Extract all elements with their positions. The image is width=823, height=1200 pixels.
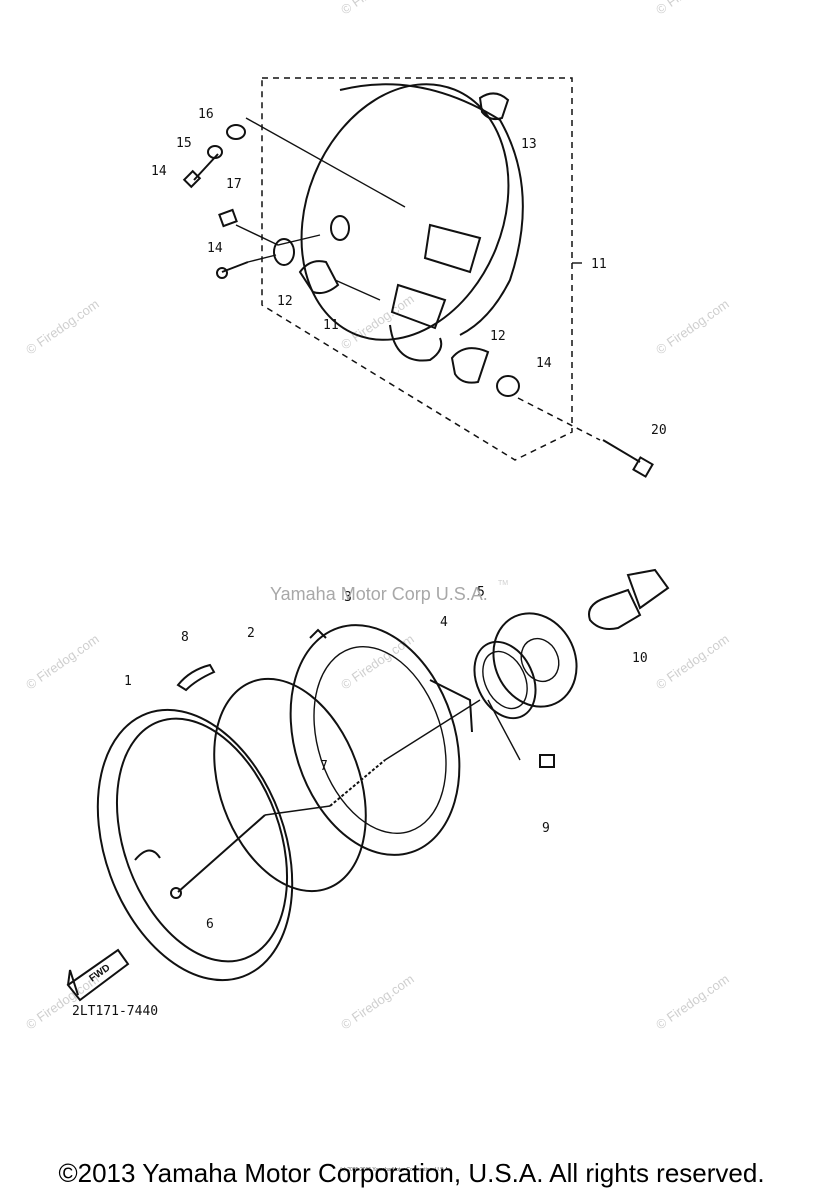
ring-inner-part-4	[482, 650, 528, 710]
housing-assembly	[182, 77, 654, 478]
part-label: 17	[226, 177, 242, 192]
part-label: 6	[206, 917, 214, 932]
part-label: 12	[490, 329, 506, 344]
copyright-footer: ©2013 Yamaha Motor Corporation, U.S.A. A…	[58, 1158, 765, 1188]
leader-line	[245, 117, 406, 208]
bulb-base-part-10	[626, 568, 670, 610]
part-label: 5	[477, 585, 485, 600]
fwd-arrow-icon	[66, 948, 130, 1002]
trademark-symbol: TM	[498, 580, 508, 587]
part-label: 1	[124, 674, 132, 689]
watermark-group: © Firedog.com © Firedog.com © Firedog.co…	[23, 0, 732, 1032]
headlight-unit-assembly: FWD	[66, 568, 670, 1002]
part-label: 9	[542, 821, 550, 836]
watermark: © Firedog.com	[338, 0, 417, 17]
part-label: 16	[198, 107, 214, 122]
ring-part-4	[473, 640, 537, 720]
collar-part-12-right	[450, 347, 490, 384]
watermark: © Firedog.com	[653, 296, 732, 357]
leader-line	[235, 224, 321, 246]
grommet-part-14-right	[496, 375, 520, 397]
part-label: 14	[151, 164, 167, 179]
leader-line	[487, 699, 521, 761]
lens-bracket	[429, 679, 473, 733]
assembly-boundary	[261, 77, 573, 461]
part-label: 14	[207, 241, 223, 256]
leader-line	[517, 397, 601, 441]
nut-part-9	[539, 754, 555, 768]
part-label: 7	[320, 759, 328, 774]
diagram-code: 2LT171-7440	[72, 1004, 158, 1019]
lens-unit-part-3	[289, 624, 461, 856]
bolt-part-20	[602, 439, 641, 463]
washer-part-18	[226, 124, 246, 140]
lens-pattern	[313, 646, 447, 834]
clip-part-13	[478, 92, 510, 121]
nut-part-19	[218, 208, 238, 228]
watermark: © Firedog.com	[653, 631, 732, 692]
part-label: 13	[521, 137, 537, 152]
part-label: 14	[536, 356, 552, 371]
leader-line	[264, 805, 331, 816]
clip-part-8	[176, 663, 216, 692]
rim-tab	[134, 849, 161, 861]
screw-part-6	[177, 814, 266, 893]
watermark: © Firedog.com	[653, 0, 732, 17]
trademark-text: Yamaha Motor Corp U.S.A.	[270, 584, 488, 604]
housing-outer-edge	[339, 83, 524, 336]
watermark: © Firedog.com	[23, 631, 102, 692]
part-label: 8	[181, 630, 189, 645]
watermark: © Firedog.com	[23, 296, 102, 357]
part-label: 2	[247, 626, 255, 641]
watermark-center: © Firedog.com	[338, 631, 417, 692]
leader-line	[334, 279, 381, 301]
part-label-assembly: 11	[591, 257, 607, 272]
collar-part-12	[298, 260, 340, 295]
part-label: 20	[651, 423, 667, 438]
leader-line	[247, 254, 277, 263]
bulb-part-10	[588, 588, 642, 630]
screw-head-part-6	[170, 887, 182, 899]
watermark: © Firedog.com	[338, 971, 417, 1032]
part-label: 11	[323, 318, 339, 333]
cover-part-5	[492, 612, 578, 708]
screw-head-part-15	[216, 267, 228, 279]
part-label: 10	[632, 651, 648, 666]
part-label: 4	[440, 615, 448, 630]
part-label: 15	[176, 136, 192, 151]
cover-inner-part-5	[520, 637, 560, 683]
watermark: © Firedog.com	[338, 291, 417, 352]
small-copyright: (c) 2005-2015 Yamaha Motor Corporation, …	[340, 1167, 450, 1173]
housing-mount-tab	[389, 324, 443, 362]
grommet-part-14	[273, 238, 295, 266]
watermark: © Firedog.com	[653, 971, 732, 1032]
lens-tab	[309, 628, 327, 639]
bolt-head-part-20	[632, 456, 654, 478]
spring-part-7	[329, 759, 386, 807]
ring-part-2	[213, 677, 367, 893]
headlight-housing	[300, 83, 510, 341]
housing-mount-boss	[330, 215, 350, 241]
rim-part-1	[96, 708, 294, 982]
leader-line	[384, 699, 481, 761]
part-label: 12	[277, 294, 293, 309]
housing-window	[423, 223, 482, 274]
rim-inner-part-1	[115, 717, 289, 963]
bolt-head-part-16	[182, 169, 202, 189]
part-label: 3	[344, 590, 352, 605]
fwd-arrow-head	[67, 969, 79, 996]
housing-window-lower	[390, 283, 447, 330]
